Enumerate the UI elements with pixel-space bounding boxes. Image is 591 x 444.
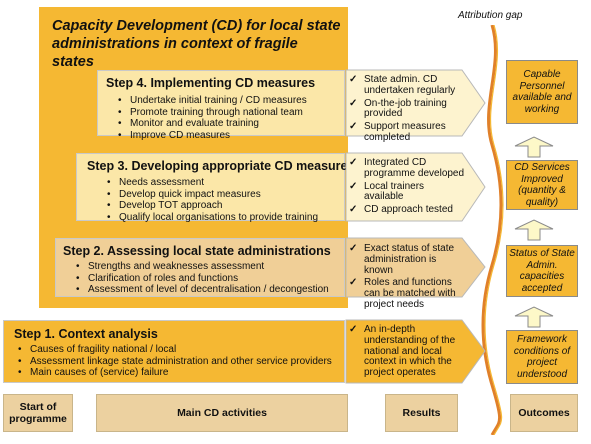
step-3-item: Qualify local organisations to provide t… — [107, 212, 318, 224]
outcome-capable-personnel: Capable Personnel available and working — [506, 60, 578, 124]
diagram-title: Capacity Development (CD) for local stat… — [52, 18, 341, 70]
result-item: Support measures completed — [349, 121, 469, 144]
step-3-title: Step 3. Developing appropriate CD measur… — [87, 159, 355, 173]
footer-main-cd-activities: Main CD activities — [96, 394, 348, 432]
attribution-gap-label: Attribution gap — [458, 10, 523, 21]
results-step-4: State admin. CD undertaken regularly On-… — [349, 74, 469, 146]
step-4-item: Improve CD measures — [118, 130, 307, 142]
attribution-gap-line — [481, 25, 504, 435]
result-item: On-the-job training provided — [349, 98, 469, 121]
step-4-title: Step 4. Implementing CD measures — [106, 76, 316, 90]
step-3-items: Needs assessment Develop quick impact me… — [107, 177, 318, 223]
step-2-item: Strengths and weaknesses assessment — [76, 261, 329, 273]
step-1-title: Step 1. Context analysis — [14, 327, 158, 341]
step-2-item: Clarification of roles and functions — [76, 273, 329, 285]
result-item: Exact status of state administration is … — [349, 243, 461, 276]
step-4-item: Undertake initial training / CD measures — [118, 95, 307, 107]
outcome-up-arrow-3 — [514, 306, 554, 328]
outcome-up-arrow-2 — [514, 219, 554, 241]
result-item: Integrated CD programme developed — [349, 157, 465, 180]
step-4-box: Step 4. Implementing CD measures Underta… — [97, 70, 345, 141]
outcome-status-accepted: Status of State Admin. capacities accept… — [506, 245, 578, 297]
step-4-item: Monitor and evaluate training — [118, 118, 307, 130]
step-3-item: Develop TOT approach — [107, 200, 318, 212]
step-1-items: Causes of fragility national / local Ass… — [18, 344, 332, 379]
footer-start-of-programme: Start of programme — [3, 394, 73, 432]
result-item: Roles and functions can be matched with … — [349, 277, 461, 310]
footer-results: Results — [385, 394, 458, 432]
result-item: CD approach tested — [349, 204, 465, 216]
step-2-box: Step 2. Assessing local state administra… — [55, 238, 345, 297]
step-2-item: Assessment of level of decentralisation … — [76, 284, 329, 296]
outcome-up-arrow-1 — [514, 136, 554, 158]
results-step-3: Integrated CD programme developed Local … — [349, 157, 465, 218]
step-3-item: Needs assessment — [107, 177, 318, 189]
result-item: State admin. CD undertaken regularly — [349, 74, 469, 97]
outcome-cd-services: CD Services Improved (quantity & quality… — [506, 160, 578, 210]
results-step-2: Exact status of state administration is … — [349, 243, 461, 313]
step-1-item: Assessment linkage state administration … — [18, 356, 332, 368]
footer-outcomes: Outcomes — [510, 394, 578, 432]
result-item: An in-depth understanding of the nationa… — [349, 324, 461, 379]
step-3-item: Develop quick impact measures — [107, 189, 318, 201]
step-2-title: Step 2. Assessing local state administra… — [63, 244, 331, 258]
step-4-item: Promote training through national team — [118, 107, 307, 119]
step-2-items: Strengths and weaknesses assessment Clar… — [76, 261, 329, 296]
outcome-framework-conditions: Framework conditions of project understo… — [506, 330, 578, 384]
step-1-item: Main causes of (service) failure — [18, 367, 332, 379]
step-1-item: Causes of fragility national / local — [18, 344, 332, 356]
step-4-items: Undertake initial training / CD measures… — [118, 95, 307, 141]
step-3-box: Step 3. Developing appropriate CD measur… — [76, 153, 354, 223]
step-1-box: Step 1. Context analysis Causes of fragi… — [3, 320, 345, 383]
result-item: Local trainers available — [349, 181, 465, 204]
results-step-1: An in-depth understanding of the nationa… — [349, 324, 461, 381]
